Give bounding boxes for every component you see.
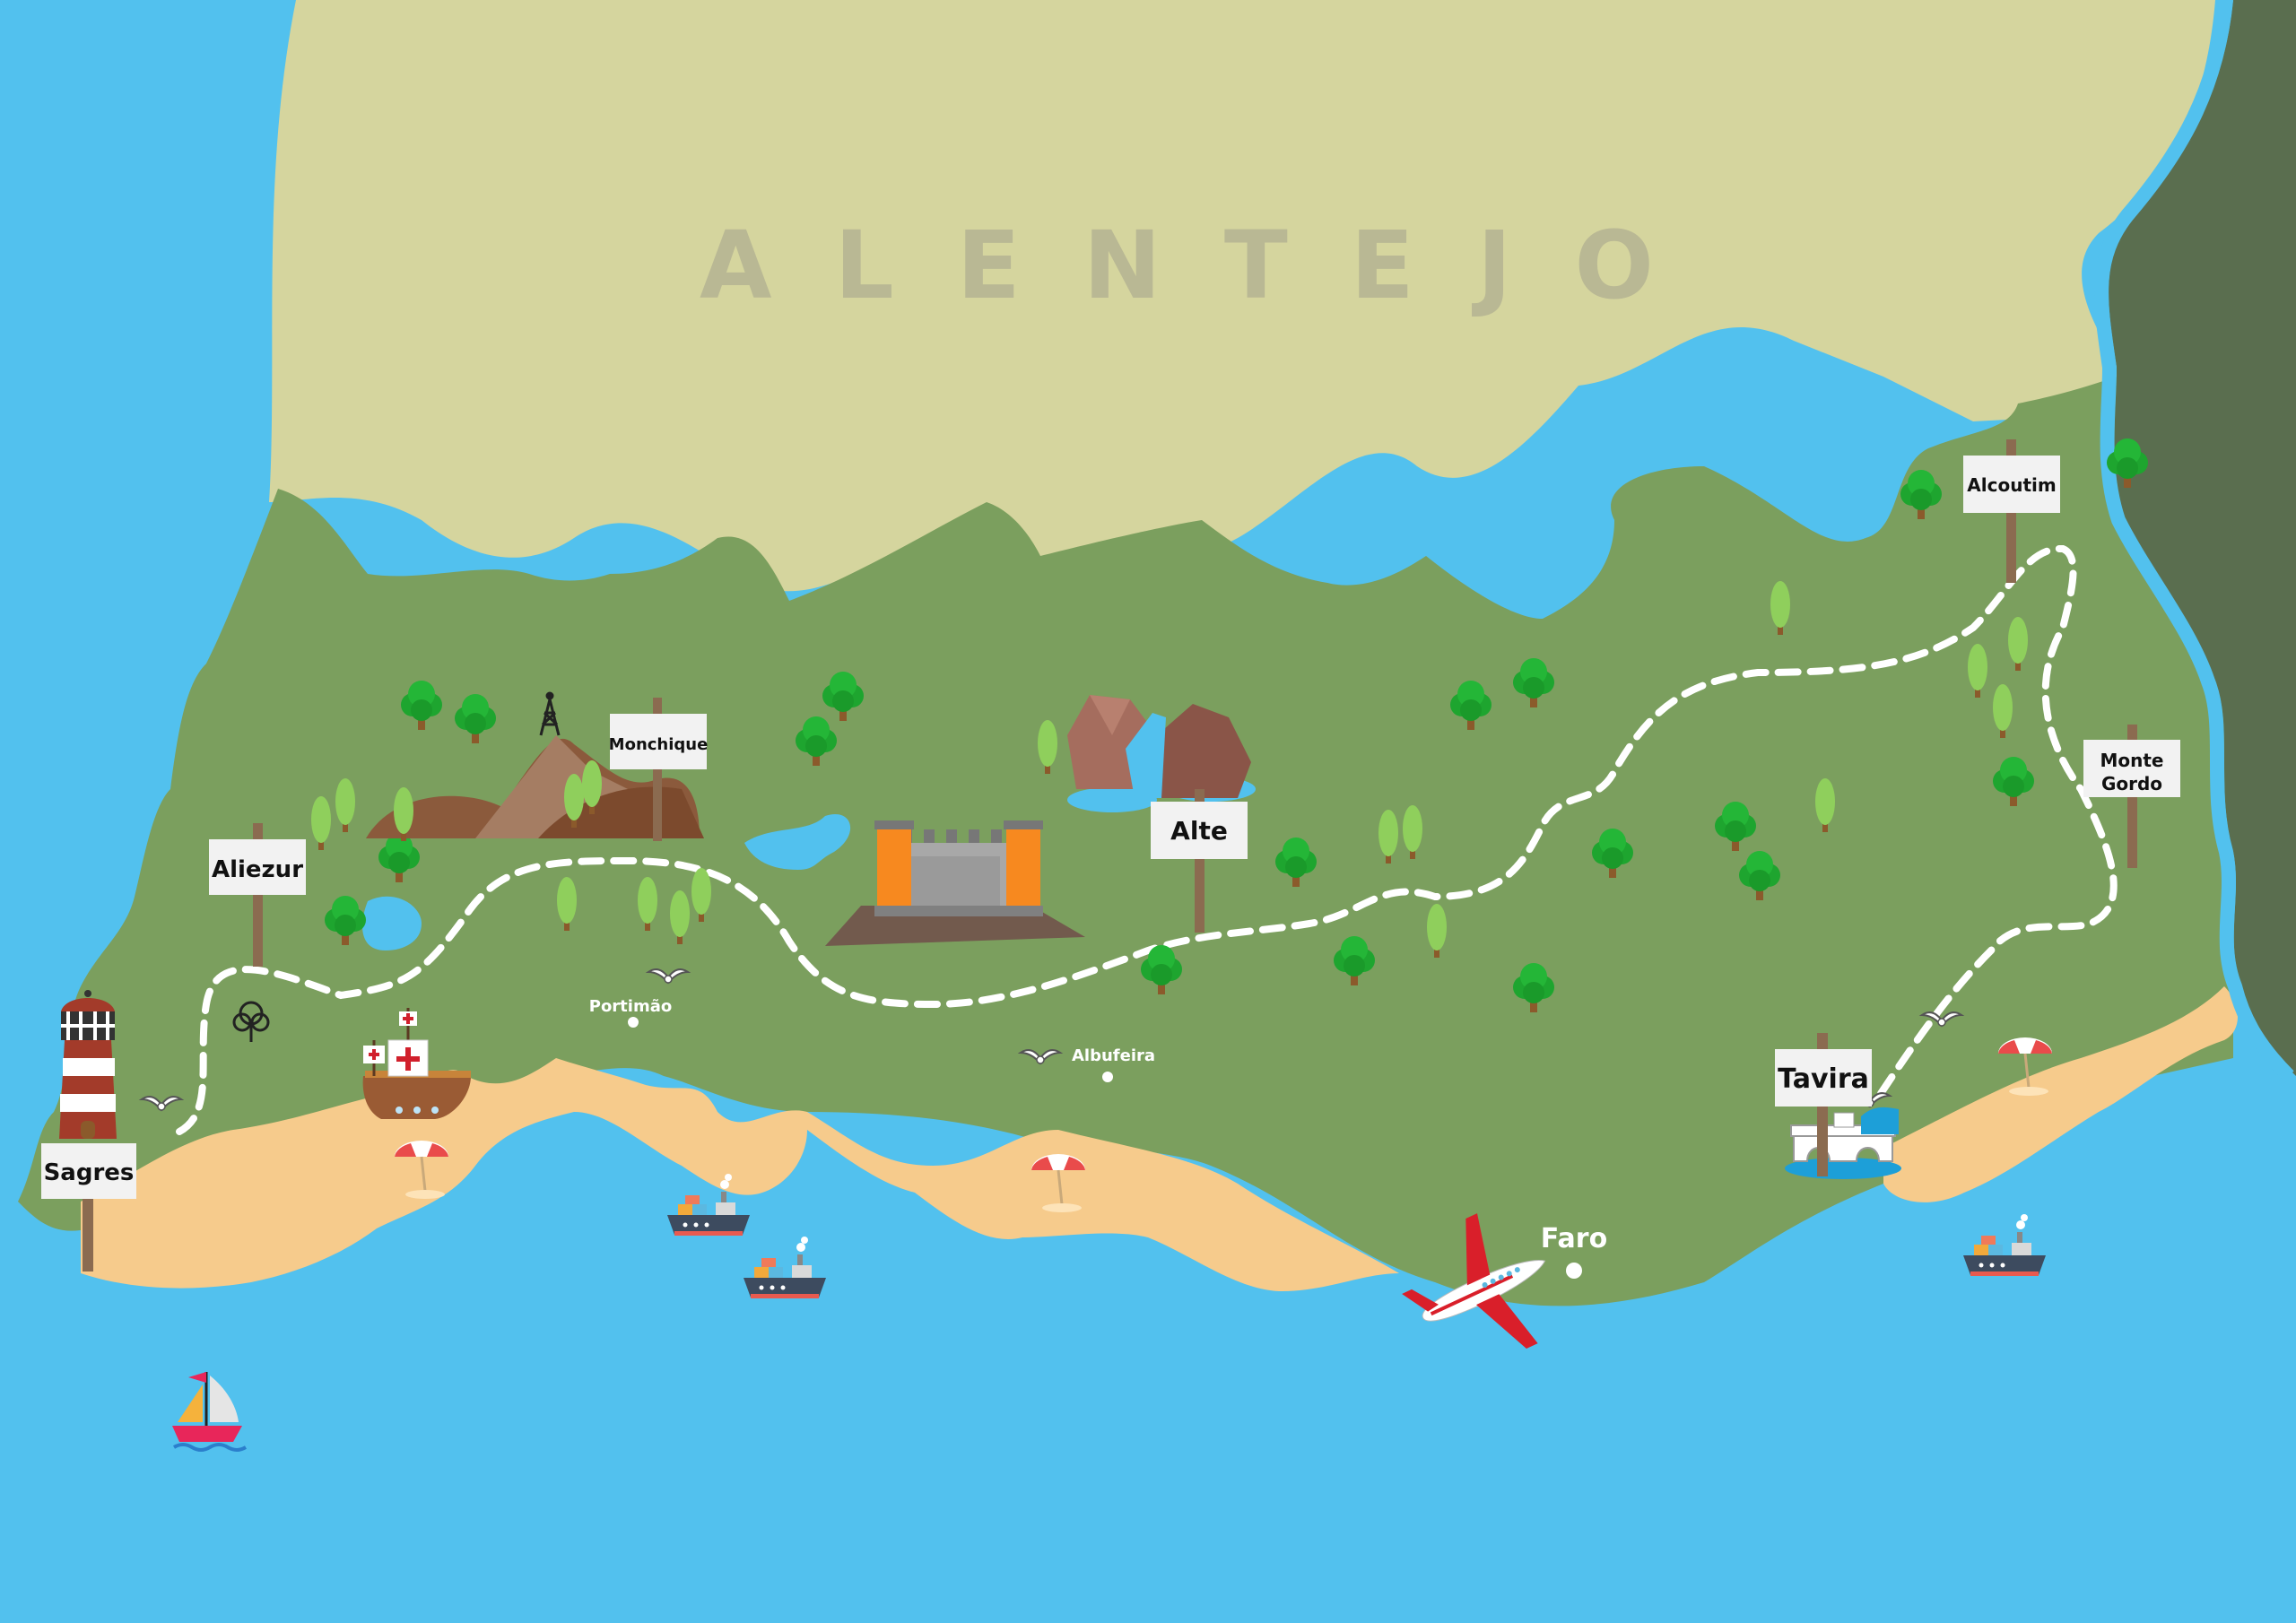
sign-alcoutim[interactable]: Alcoutim — [1963, 439, 2060, 583]
sign-tavira-label: Tavira — [1778, 1063, 1869, 1095]
caravel-ship-icon — [362, 1008, 471, 1119]
lake-icon — [744, 814, 851, 870]
spain-region — [2109, 0, 2296, 1076]
sign-sagres[interactable]: Sagres — [41, 1143, 136, 1271]
sign-monte-gordo[interactable]: Monte Gordo — [2083, 725, 2180, 868]
airplane-icon — [1402, 1213, 1546, 1350]
sign-monchique-label: Monchique — [609, 735, 709, 754]
sign-alcoutim-label: Alcoutim — [1967, 474, 2056, 496]
bridge-icon — [1785, 1107, 1901, 1179]
town-faro-label: Faro — [1541, 1223, 1607, 1254]
sign-aliezur[interactable]: Aliezur — [209, 823, 306, 967]
sign-monte-gordo-label-1: Monte — [2100, 750, 2163, 771]
lighthouse-icon — [59, 990, 117, 1139]
route-path — [176, 544, 2118, 1135]
lake-icon — [362, 896, 422, 950]
guadiana-river — [2094, 0, 2294, 1081]
sign-aliezur-label: Aliezur — [212, 856, 303, 883]
sign-tavira[interactable]: Tavira — [1775, 1033, 1872, 1176]
sign-alte[interactable]: Alte — [1151, 789, 1248, 933]
mountain-icon — [366, 735, 704, 841]
beach-east — [1883, 986, 2238, 1202]
sign-sagres-label: Sagres — [44, 1159, 135, 1186]
waterfall-rocks-icon — [1038, 695, 1256, 812]
sign-monchique[interactable]: Monchique — [609, 698, 709, 841]
town-albufeira-label: Albufeira — [1072, 1046, 1155, 1065]
town-portimao[interactable]: Portimão — [589, 997, 672, 1028]
town-faro[interactable]: Faro — [1541, 1223, 1607, 1279]
algarve-land — [18, 377, 2233, 1306]
sailboat-icon — [172, 1372, 248, 1452]
sign-alte-label: Alte — [1170, 816, 1228, 846]
region-label: ALENTEJO — [700, 211, 1717, 320]
outline-tree-icon — [232, 1001, 270, 1042]
alentejo-region — [269, 0, 2215, 620]
town-albufeira[interactable]: Albufeira — [1072, 1046, 1155, 1082]
sign-monte-gordo-label-2: Gordo — [2101, 773, 2162, 794]
radio-tower-icon — [539, 691, 561, 736]
town-portimao-label: Portimão — [589, 997, 672, 1016]
castle-icon — [825, 820, 1085, 946]
